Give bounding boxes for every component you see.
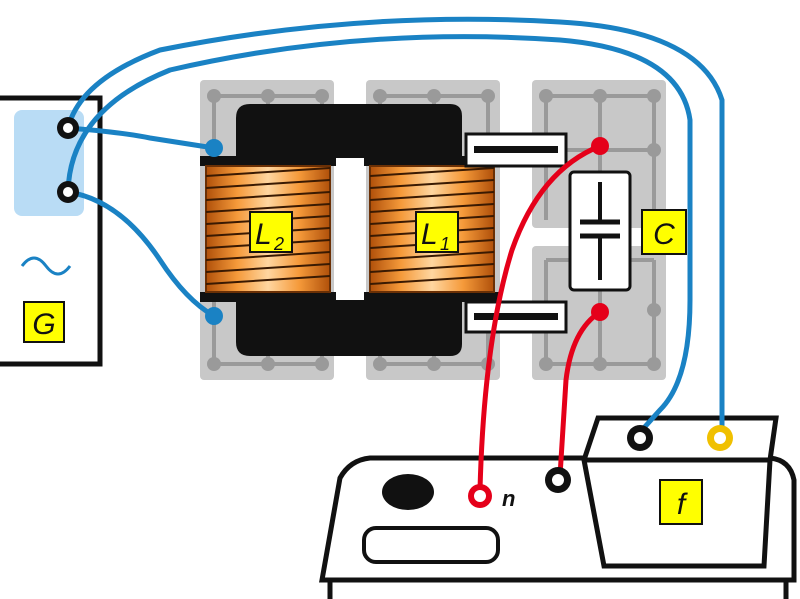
capacitor: C [568, 170, 687, 292]
coil-l1: L 1 [364, 156, 500, 302]
coil-l2: L 2 [200, 156, 336, 302]
generator-label: G [23, 301, 65, 343]
generator-label-text: G [32, 308, 55, 341]
frequency-counter: f [581, 415, 779, 569]
counter-label-text: f [677, 488, 688, 521]
bridge-plug-bottom [464, 300, 568, 334]
blue-wires [65, 16, 725, 433]
wire-generator-to-l2-bottom [65, 189, 217, 319]
capacitor-label: C [641, 209, 687, 255]
coil-l2-label-main: L [255, 218, 272, 251]
meter-display [382, 474, 434, 510]
coil-l2-label: L 2 [249, 211, 293, 254]
terminals [57, 117, 733, 508]
wire-capacitor-top-to-meter [477, 143, 603, 493]
bridge-plug-top [464, 132, 568, 168]
meter-input-label: n [502, 486, 515, 511]
coil-l1-label-sub: 1 [440, 234, 450, 254]
meter-slot [362, 526, 500, 564]
sine-wave-icon [20, 256, 72, 276]
l2-terminal-bottom [205, 307, 223, 325]
coil-l1-label: L 1 [415, 211, 459, 254]
wire-generator-to-counter-black [65, 34, 693, 433]
l2-terminal-top [205, 139, 223, 157]
capacitor-terminal-top [591, 137, 609, 155]
generator-housing [0, 95, 103, 367]
coil-l2-label-sub: 2 [273, 234, 284, 254]
capacitor-terminal-bottom [591, 303, 609, 321]
coil-l1-label-main: L [421, 218, 438, 251]
wire-generator-to-counter-yellow [65, 16, 725, 433]
counter-label: f [659, 479, 703, 525]
wire-generator-to-l2-top [65, 125, 217, 151]
capacitor-label-text: C [653, 218, 675, 251]
board-sockets [207, 89, 661, 371]
